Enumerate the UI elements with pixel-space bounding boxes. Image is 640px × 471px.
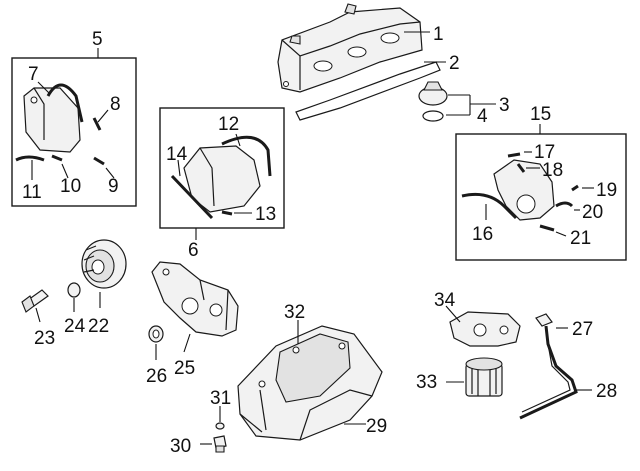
callout-14: 14 [166,144,188,165]
callout-9: 9 [108,176,119,197]
pulley-bolt [21,289,49,313]
clip-20 [555,201,574,208]
callout-26: 26 [146,366,167,387]
valve-cover-gasket [295,61,441,121]
callout-3: 3 [499,95,510,116]
callout-10: 10 [60,176,81,197]
bolt-21 [539,224,555,232]
dipstick-tube-inner [521,343,571,413]
callout-24: 24 [64,316,86,337]
bolt-9 [93,156,105,166]
oil-pan [237,325,383,441]
bolt-10 [51,154,63,162]
callout-4: 4 [477,106,488,127]
callout-7: 7 [28,64,39,85]
seal-14 [170,174,214,220]
oil-pump [151,261,239,337]
callout-15: 15 [530,104,551,125]
seal-12 [221,135,272,177]
bolt-13 [221,210,233,216]
callout-20: 20 [582,202,603,223]
callout-28: 28 [596,381,617,402]
callout-27: 27 [572,319,593,340]
leader-14 [177,159,181,177]
callout-18: 18 [542,160,563,181]
seal-11 [15,155,45,162]
oil-cap-seal [422,110,444,122]
callout-1: 1 [433,24,444,45]
clip-8 [92,117,102,131]
callout-2: 2 [449,53,460,74]
callout-6: 6 [188,240,199,261]
rear-cover [493,159,555,221]
dipstick [535,313,553,327]
callout-8: 8 [110,94,121,115]
callout-13: 13 [255,204,276,225]
seal-16 [461,192,518,220]
leader-25 [183,333,191,353]
callout-12: 12 [218,114,239,135]
bolt-19 [571,184,579,192]
callout-22: 22 [88,316,109,337]
callout-5: 5 [92,29,103,50]
crankshaft-pulley [81,239,127,289]
callout-34: 34 [434,290,456,311]
drain-plug [213,435,227,453]
callout-19: 19 [596,180,617,201]
group-box-6 [159,107,285,229]
front-oil-seal [148,325,164,343]
callout-32: 32 [284,302,305,323]
valve-cover-bolt [283,81,289,87]
leader-9 [105,167,115,179]
callout-11: 11 [22,182,42,203]
callout-16: 16 [472,224,493,245]
leader-34 [445,305,461,323]
lower-timing-cover [183,145,261,213]
callout-17: 17 [534,142,555,163]
drain-plug-gasket [215,422,225,430]
leader-8 [97,109,109,123]
callout-29: 29 [366,416,387,437]
callout-25: 25 [174,358,195,379]
group-box-15 [455,133,627,261]
leader-12 [235,133,241,147]
callout-21: 21 [570,228,591,249]
group-box-5 [11,57,137,207]
leader-21 [555,231,567,237]
oil-filter [465,357,503,397]
callout-23: 23 [34,328,55,349]
leader-10 [61,163,69,179]
timing-cover-seal [46,83,84,123]
valve-cover [277,3,423,93]
pulley-washer [67,282,81,298]
dipstick-tube [519,325,578,420]
pin-17 [507,152,521,158]
upper-timing-cover [23,87,81,153]
bolt-18 [516,163,526,173]
leader-23 [35,307,41,323]
callout-33: 33 [416,372,437,393]
callout-31: 31 [210,388,231,409]
leader-7 [37,81,51,95]
oil-filter-adapter [449,311,521,347]
callout-30: 30 [170,436,191,457]
oil-filler-cap [418,81,448,106]
